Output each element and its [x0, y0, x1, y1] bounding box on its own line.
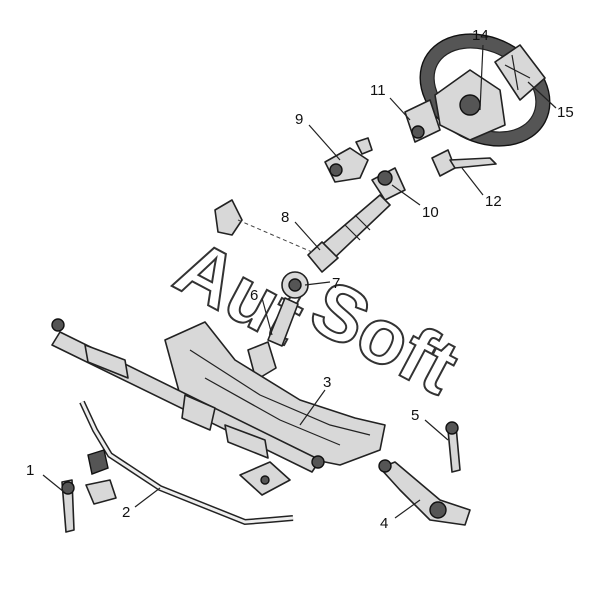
- combination-switch-lever: [431, 149, 497, 177]
- callout-7: 7: [332, 275, 340, 292]
- steering-column-switch: [404, 99, 441, 143]
- tie-bolt: [445, 421, 461, 473]
- callout-1: 1: [26, 462, 34, 479]
- intermediate-shaft: [247, 297, 299, 381]
- callout-5: 5: [411, 407, 419, 424]
- callout-11: 11: [370, 82, 386, 99]
- callout-8: 8: [281, 209, 289, 226]
- callout-2: 2: [122, 504, 130, 521]
- callout-15: 15: [557, 104, 574, 121]
- stabilizer-link-bolt: [61, 479, 75, 533]
- stabilizer-bar: [79, 400, 294, 526]
- callout-leaders: [42, 44, 557, 519]
- universal-joint: [281, 271, 309, 299]
- callout-10: 10: [422, 204, 439, 221]
- idler-arm: [378, 459, 471, 526]
- stabilizer-bushing: [85, 449, 117, 505]
- steering-column-shaft: [307, 194, 391, 273]
- column-mounting-bracket: [214, 199, 313, 253]
- rack-mount-bracket: [239, 461, 291, 496]
- callout-3: 3: [323, 374, 331, 391]
- ignition-lock: [324, 137, 373, 183]
- callout-9: 9: [295, 111, 303, 128]
- callout-12: 12: [485, 193, 502, 210]
- column-upper-housing: [371, 167, 406, 201]
- callout-labels: 1 2 3 4 5 6 7 8 9 10 11 12 14 15: [26, 27, 574, 532]
- steering-rack: [51, 318, 325, 473]
- callout-14: 14: [472, 27, 489, 44]
- callout-4: 4: [380, 515, 388, 532]
- callout-6: 6: [250, 287, 258, 304]
